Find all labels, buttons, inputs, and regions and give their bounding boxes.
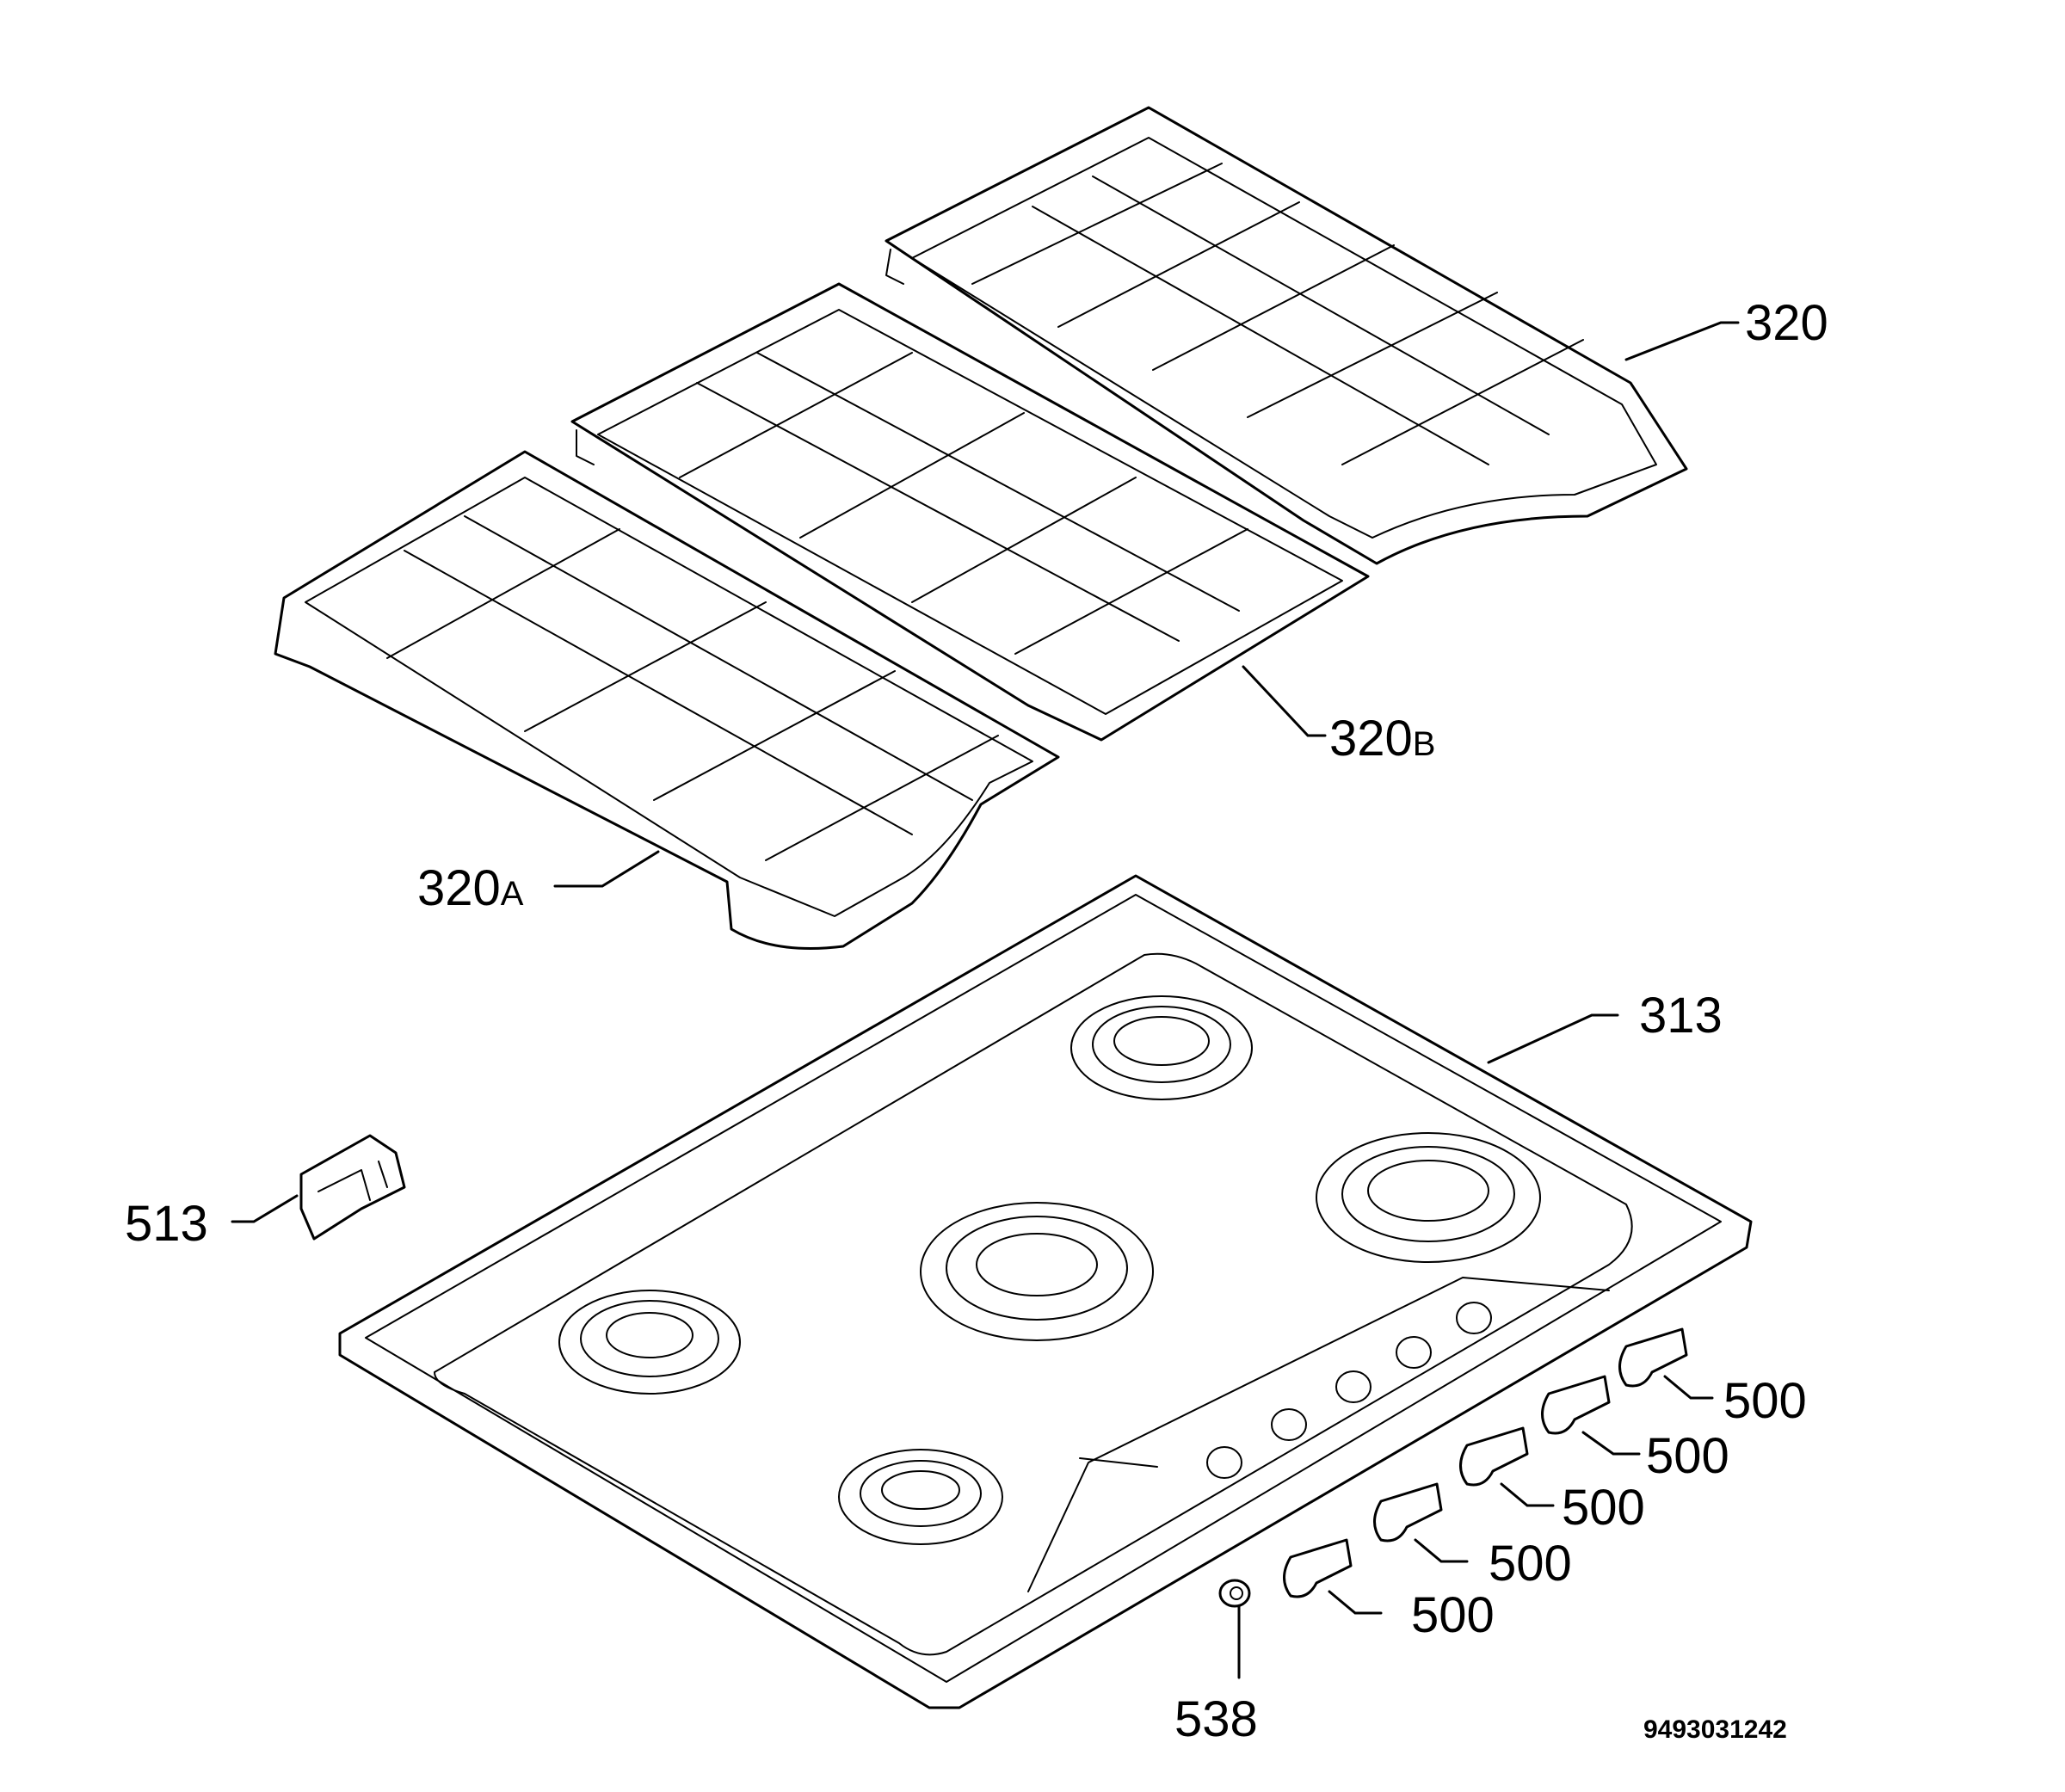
hob-plate-outline: [338, 874, 1753, 1709]
grid-middle-frame: [570, 282, 1370, 742]
burner-front-left-ring-mid: [580, 1300, 719, 1377]
pan-support-grid-middle: [570, 282, 1370, 742]
control-knob-4-body: [1541, 1375, 1611, 1435]
bracket-part: [299, 1134, 406, 1241]
label-320B-number: 320: [1329, 711, 1413, 767]
hob-control-panel-edge: [1027, 1277, 1610, 1592]
leader-500-3: [1500, 1482, 1555, 1507]
knob-hole-5: [1456, 1302, 1492, 1334]
label-320A: 320A: [417, 860, 524, 916]
leader-500-4: [1414, 1538, 1469, 1563]
leader-320B: [1242, 665, 1327, 737]
part-labels: 320 320B 320A 313 513 500 500 500 500 50…: [125, 295, 1828, 1747]
burner-front-centre-ring-outer: [838, 1449, 1003, 1545]
spark-button-body: [1218, 1579, 1251, 1608]
label-313: 313: [1639, 988, 1723, 1044]
label-513: 513: [125, 1196, 208, 1252]
label-500-3: 500: [1562, 1480, 1645, 1536]
grid-right-cross-bars: [971, 163, 1584, 465]
label-320B-suffix: B: [1413, 725, 1436, 763]
label-538: 538: [1174, 1691, 1258, 1747]
leader-320A: [553, 850, 660, 888]
burner-rear-left-ring-mid: [1092, 1006, 1231, 1083]
bracket-detail: [317, 1161, 388, 1201]
grid-left-cross-bars: [386, 528, 999, 861]
leader-lines: [231, 321, 1740, 1679]
hob-control-panel-corner: [1079, 1457, 1158, 1468]
control-knob-4: [1541, 1375, 1611, 1435]
label-500-1: 500: [1723, 1373, 1807, 1429]
burner-centre-cap: [976, 1233, 1098, 1296]
knob-hole-4: [1396, 1336, 1432, 1369]
leader-320: [1624, 321, 1740, 361]
label-320B: 320B: [1329, 711, 1435, 767]
knob-holes: [1206, 1302, 1492, 1479]
grid-right-long-bars: [1032, 176, 1550, 465]
spark-button-centre: [1230, 1586, 1243, 1600]
pan-support-grid-left: [274, 450, 1060, 950]
hob-plate-inner-edge: [365, 894, 1722, 1683]
burner-centre-ring-mid: [946, 1216, 1128, 1321]
leader-500-2: [1581, 1431, 1641, 1456]
burner-rear-right-ring-mid: [1341, 1146, 1515, 1242]
leader-500-5: [1328, 1590, 1383, 1615]
grid-middle-long-bars: [696, 352, 1240, 642]
hob-plate-recess: [434, 952, 1633, 1656]
control-knob-1: [1283, 1538, 1353, 1598]
label-500-5: 500: [1411, 1587, 1495, 1643]
grid-middle-foot: [576, 429, 595, 465]
pan-support-grid-right: [885, 106, 1688, 565]
burner-rear-right-ring-outer: [1316, 1132, 1541, 1263]
spark-button-part: [1218, 1579, 1251, 1608]
burner-front-left-cap: [606, 1312, 693, 1358]
label-320A-number: 320: [417, 860, 501, 916]
burner-front-centre-cap: [881, 1470, 960, 1510]
document-number: 9493031242: [1643, 1715, 1787, 1744]
burner-rear-left: [1070, 995, 1253, 1100]
burner-centre-ring-outer: [920, 1202, 1154, 1341]
knob-hole-2: [1271, 1408, 1307, 1441]
burner-front-centre: [838, 1449, 1003, 1545]
grid-right-foot: [885, 249, 904, 285]
control-knob-5-body: [1618, 1327, 1688, 1388]
label-500-4: 500: [1489, 1536, 1572, 1592]
control-knob-3: [1459, 1426, 1529, 1487]
burner-rear-right-cap: [1367, 1160, 1489, 1222]
grid-middle-inner: [597, 309, 1343, 715]
grid-right-frame: [885, 106, 1688, 565]
label-500-2: 500: [1646, 1428, 1729, 1484]
grid-left-frame: [274, 450, 1060, 950]
leader-313: [1487, 1013, 1619, 1064]
burner-front-left: [558, 1290, 741, 1395]
grid-left-long-bars: [404, 515, 973, 835]
control-knob-2: [1373, 1482, 1443, 1543]
grid-left-inner: [305, 477, 1033, 917]
knob-hole-1: [1206, 1446, 1242, 1479]
control-knob-2-body: [1373, 1482, 1443, 1543]
control-knob-1-body: [1283, 1538, 1353, 1598]
burner-front-centre-ring-mid: [860, 1460, 982, 1527]
control-knob-5: [1618, 1327, 1688, 1388]
burner-rear-left-ring-outer: [1070, 995, 1253, 1100]
grid-right-inner: [911, 137, 1657, 539]
knob-hole-3: [1335, 1370, 1372, 1403]
burner-rear-right: [1316, 1132, 1541, 1263]
label-320A-suffix: A: [501, 875, 524, 913]
hob-top-plate: [338, 874, 1753, 1709]
burner-centre: [920, 1202, 1154, 1341]
burner-rear-left-cap: [1113, 1016, 1210, 1066]
burner-front-left-ring-outer: [558, 1290, 741, 1395]
label-320: 320: [1745, 295, 1828, 351]
grid-middle-cross-bars: [679, 352, 1248, 655]
bracket-body: [299, 1134, 406, 1241]
leader-500-1: [1663, 1375, 1714, 1400]
leader-513: [231, 1194, 299, 1223]
control-knob-3-body: [1459, 1426, 1529, 1487]
